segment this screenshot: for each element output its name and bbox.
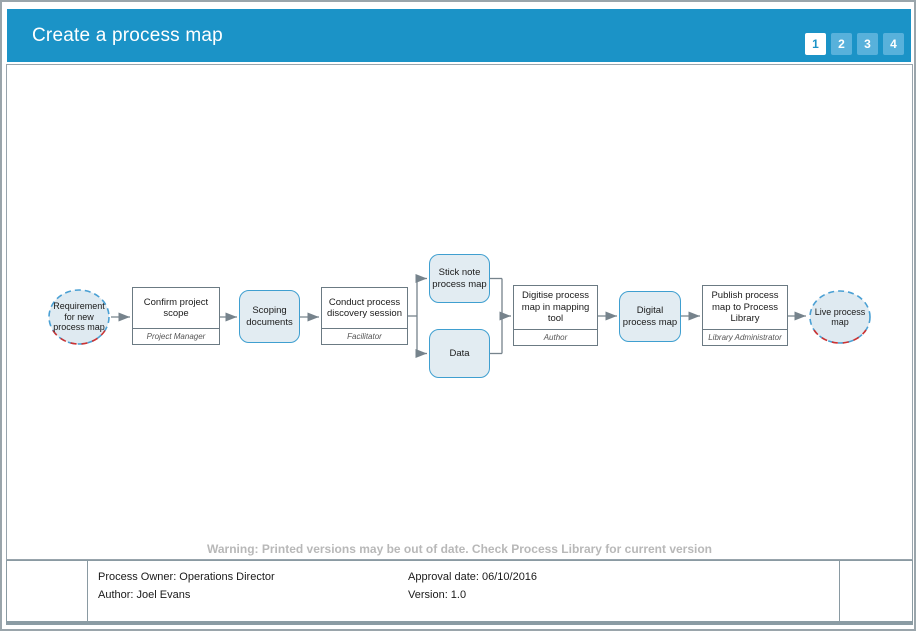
page-navigation: 1 2 3 4: [805, 33, 904, 55]
dashed-ellipse-shape: [809, 290, 871, 344]
node-label: Scoping documents: [246, 305, 293, 328]
node-role: Author: [514, 329, 597, 345]
page-button-3[interactable]: 3: [857, 33, 878, 55]
footer-owner-author: Process Owner: Operations Director Autho…: [98, 568, 275, 604]
footer-table: Process Owner: Operations Director Autho…: [6, 560, 913, 625]
page-button-4[interactable]: 4: [883, 33, 904, 55]
dashed-ellipse-shape: [48, 289, 110, 345]
node-label: Digitise process map in mapping tool: [521, 290, 590, 325]
node-label: Stick note process map: [432, 267, 487, 290]
process-owner-text: Process Owner: Operations Director: [98, 571, 275, 583]
node-label: Requirement for new process map: [53, 301, 105, 333]
node-publish-map[interactable]: Publish process map to Process Library L…: [702, 285, 788, 346]
node-start-requirement[interactable]: Requirement for new process map: [47, 288, 111, 346]
print-warning-text: Warning: Printed versions may be out of …: [206, 542, 713, 556]
node-label: Publish process map to Process Library: [711, 290, 779, 325]
node-digitise-map[interactable]: Digitise process map in mapping tool Aut…: [513, 285, 598, 346]
footer-cell-mid: Process Owner: Operations Director Autho…: [88, 561, 839, 621]
node-data[interactable]: Data: [429, 329, 490, 378]
author-text: Author: Joel Evans: [98, 589, 191, 601]
footer-cell-right: [839, 561, 912, 621]
node-end-live-map[interactable]: Live process map: [808, 289, 872, 345]
node-digital-map[interactable]: Digital process map: [619, 291, 681, 342]
node-role: Facilitator: [322, 328, 407, 344]
node-label: Digital process map: [622, 305, 678, 328]
page-button-1[interactable]: 1: [805, 33, 826, 55]
page-title: Create a process map: [32, 24, 223, 46]
approval-date-text: Approval date: 06/10/2016: [408, 571, 538, 583]
node-stick-note-map[interactable]: Stick note process map: [429, 254, 490, 303]
node-scoping-documents[interactable]: Scoping documents: [239, 290, 300, 343]
node-label: Confirm project scope: [143, 296, 209, 320]
node-label: Data: [449, 347, 470, 359]
node-label: Live process map: [814, 306, 866, 328]
version-text: Version: 1.0: [408, 589, 467, 601]
header-bar: Create a process map 1 2 3 4: [7, 9, 911, 62]
footer-approval-version: Approval date: 06/10/2016 Version: 1.0: [408, 568, 537, 604]
node-label: Conduct process discovery session: [327, 296, 402, 320]
node-confirm-project-scope[interactable]: Confirm project scope Project Manager: [132, 287, 220, 345]
page-button-2[interactable]: 2: [831, 33, 852, 55]
node-discovery-session[interactable]: Conduct process discovery session Facili…: [321, 287, 408, 345]
node-role: Project Manager: [133, 328, 219, 344]
footer-cell-left: [7, 561, 88, 621]
node-role: Library Administrator: [703, 329, 787, 345]
